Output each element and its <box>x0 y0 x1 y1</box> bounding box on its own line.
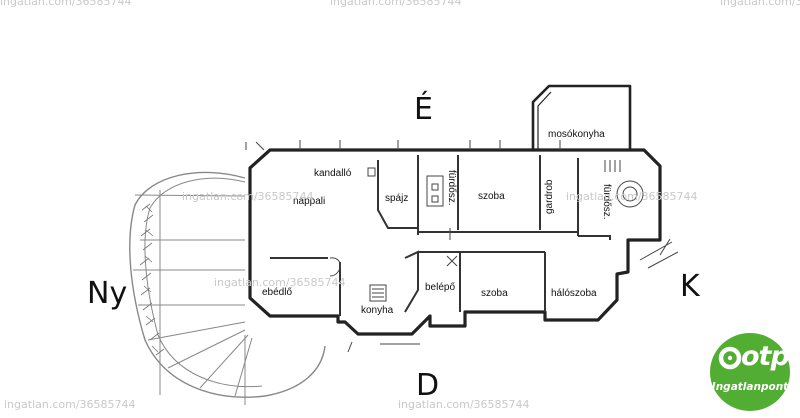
logo-otp-text: otp <box>741 341 790 372</box>
watermark-mid-2: ingatlan.com/36585744 <box>566 190 698 203</box>
logo-badge <box>710 333 790 411</box>
room-label-haloszoba: hálószoba <box>551 288 597 299</box>
room-label-kandallo: kandalló <box>314 168 352 179</box>
room-label-ebedlo: ebédlő <box>262 287 292 298</box>
watermark-bottom-1: ingatlan.com/36585744 <box>4 398 136 411</box>
logo-subtitle: Ingatlanpont <box>711 381 789 393</box>
watermark-mid-1: ingatlan.com/36585744 <box>182 190 314 203</box>
compass-south: D <box>416 368 440 403</box>
room-label-spajz: spájz <box>385 193 408 204</box>
compass-north: É <box>414 92 433 127</box>
room-label-szoba-1: szoba <box>478 191 505 202</box>
watermark-top-1: ingatlan.com/36585744 <box>0 0 132 8</box>
watermark-top-3: ingatlan.com/3658 <box>720 0 800 8</box>
watermark-top-2: ingatlan.com/36585744 <box>330 0 462 8</box>
otp-ingatlanpont-logo: otp Ingatlanpont <box>710 333 790 411</box>
planting-strip <box>139 203 165 356</box>
room-label-mosokonyha: mosókonyha <box>548 129 605 140</box>
room-labels: mosókonyha kandalló nappali spájz fürdős… <box>262 129 612 316</box>
room-label-konyha: konyha <box>361 305 394 316</box>
watermark-mid-3: ingatlan.com/36585744 <box>214 276 346 289</box>
room-label-furdoszoba-2: fürdősz. <box>601 184 612 220</box>
fixtures <box>245 140 679 353</box>
watermark-bottom-2: ingatlan.com/36585744 <box>398 398 530 411</box>
compass-east: K <box>680 269 700 304</box>
room-label-nappali: nappali <box>293 196 325 207</box>
outer-walls <box>248 84 662 336</box>
compass-west: Ny <box>87 276 128 311</box>
terrace <box>129 171 326 405</box>
room-label-furdoszoba-1: fürdősz. <box>446 170 457 206</box>
room-label-gardrob: gardrob <box>544 179 555 214</box>
inner-walls <box>270 155 611 316</box>
room-label-szoba-2: szoba <box>481 288 508 299</box>
room-label-belepo: belépő <box>425 282 455 293</box>
